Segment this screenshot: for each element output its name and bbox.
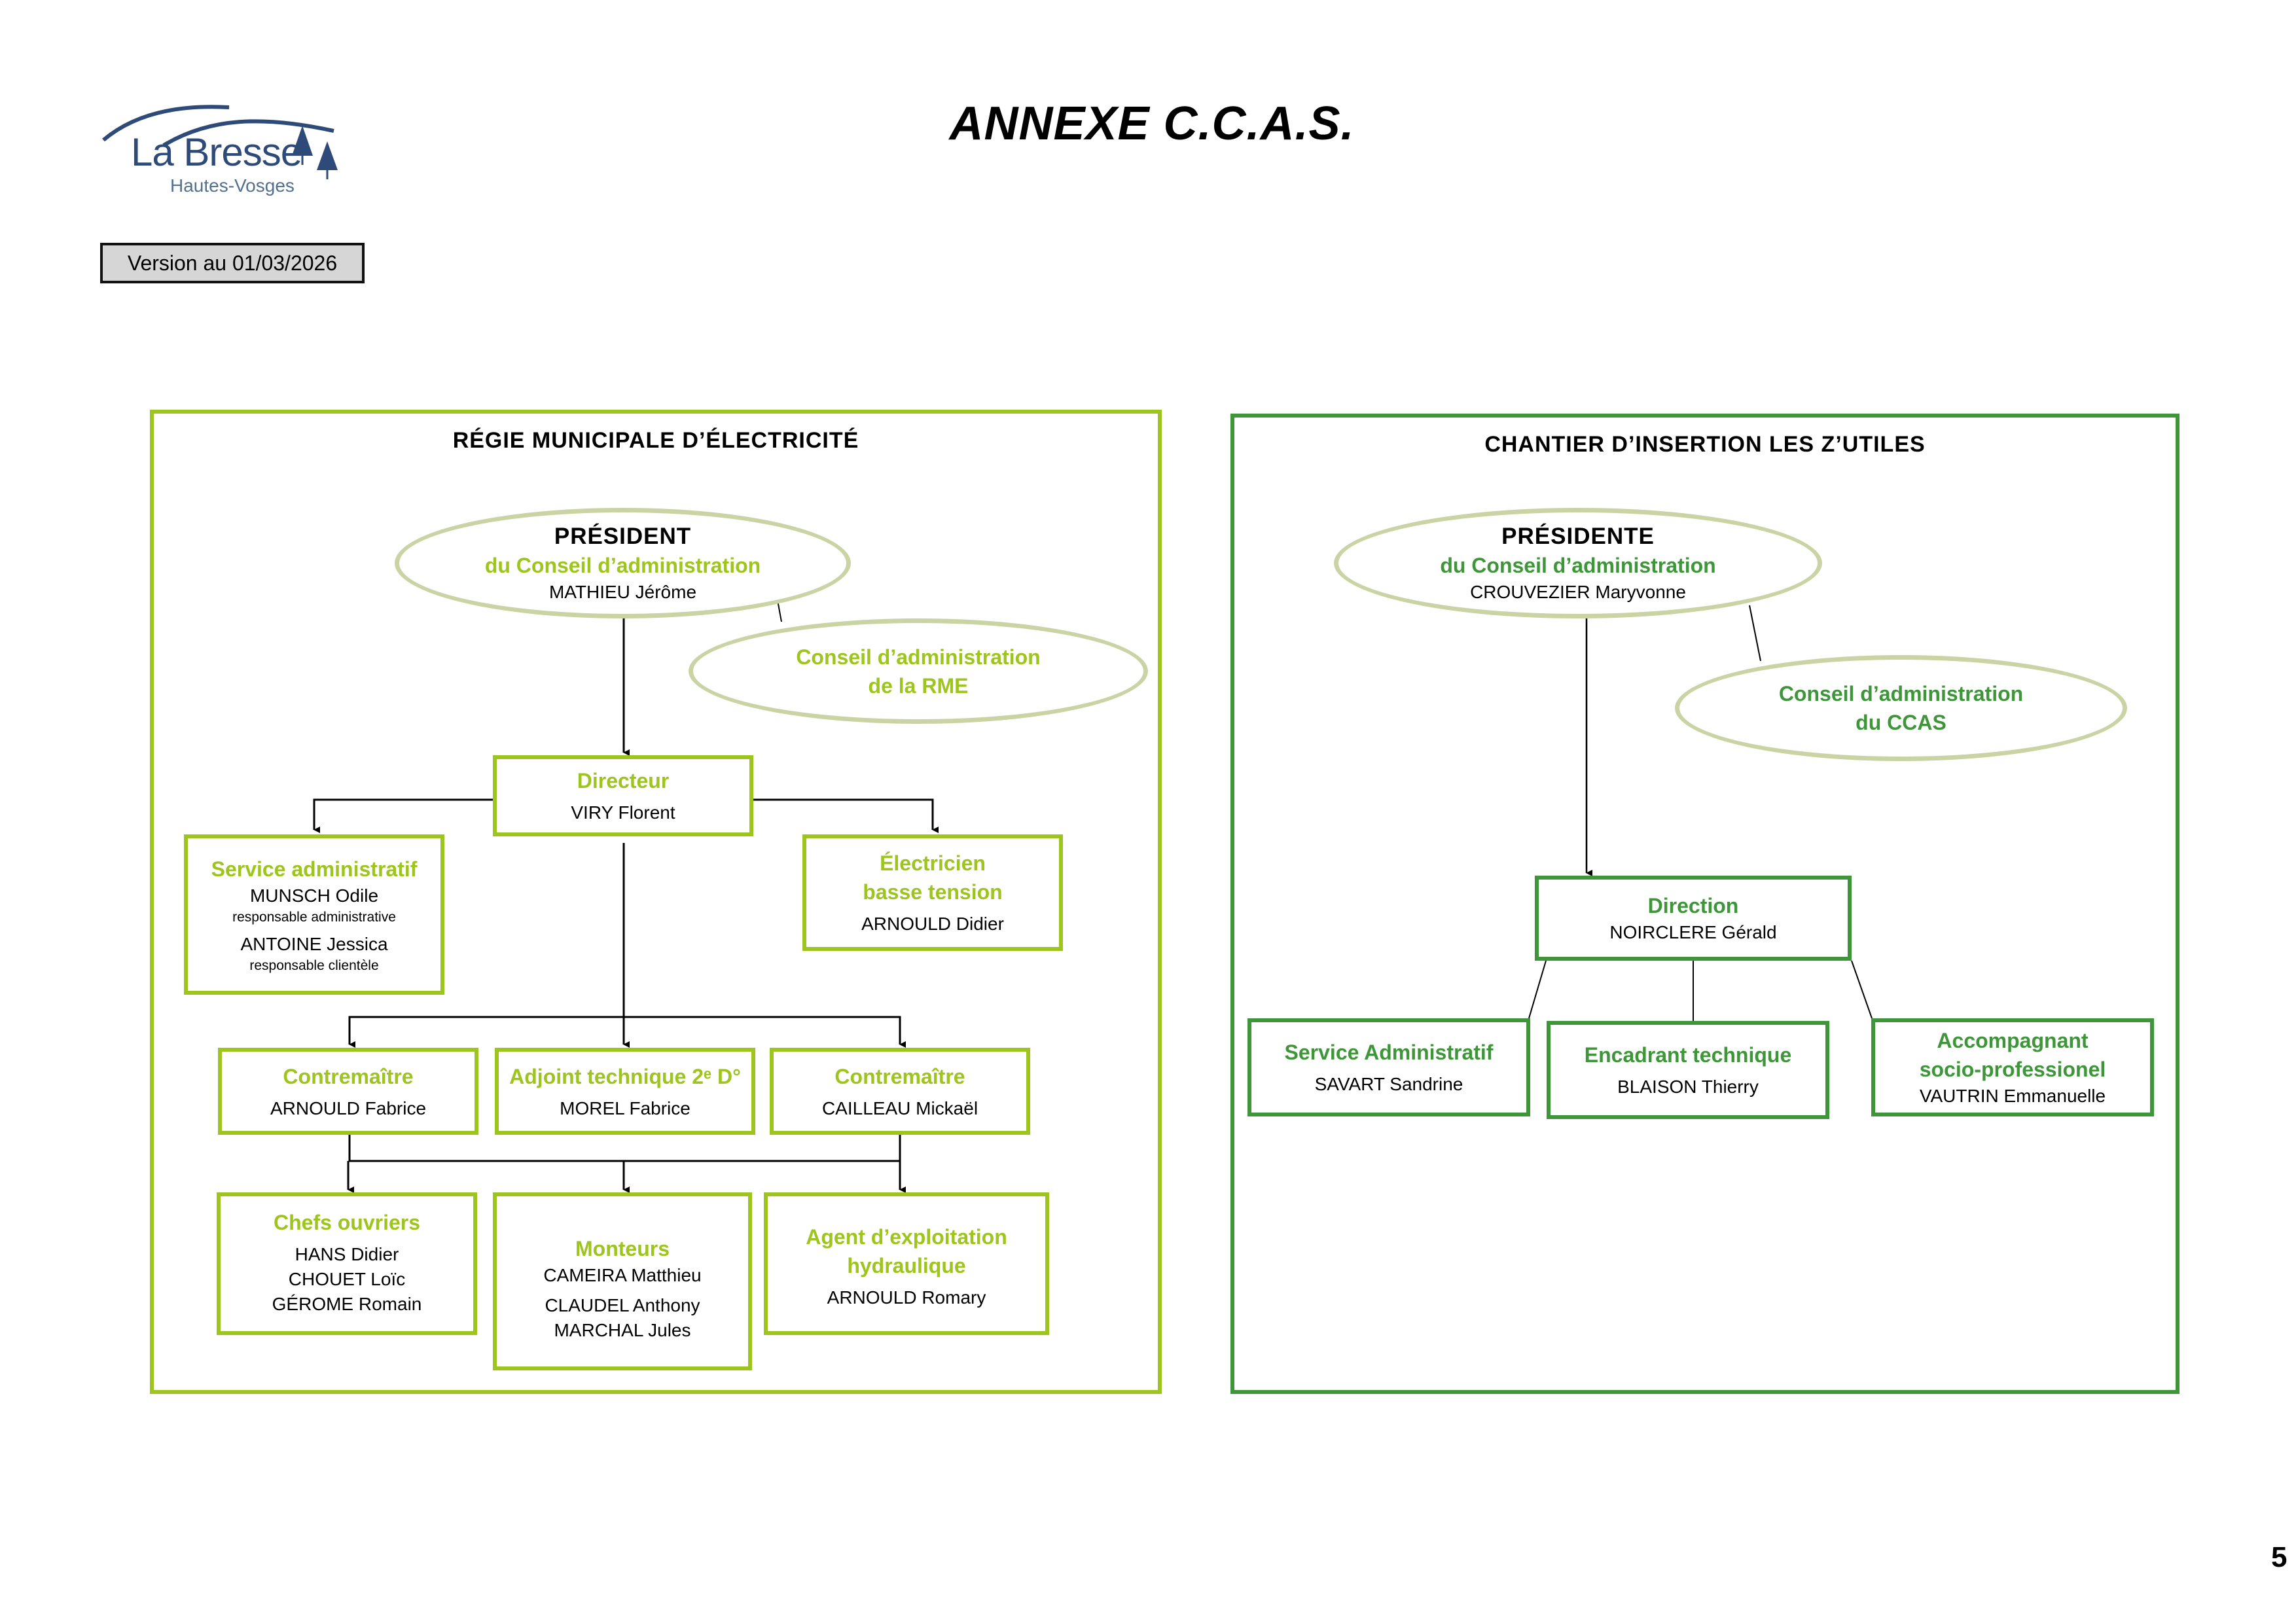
node-person: MOREL Fabrice: [560, 1097, 691, 1118]
connector-directeur-service-admin: [313, 798, 493, 833]
node-note: responsable clientèle: [249, 957, 379, 973]
ccas-heading: CHANTIER D’INSERTION LES Z’UTILES: [1484, 432, 1926, 457]
node-role: Accompagnant: [1937, 1029, 2089, 1052]
node-role: basse tension: [863, 880, 1003, 904]
node-role: Direction: [1647, 894, 1739, 918]
connector-branch-contremaitre1: [348, 1016, 624, 1048]
node-role: Électricien: [880, 851, 986, 875]
node-role: Chefs ouvriers: [273, 1211, 421, 1234]
rme-contremaitre2-node: Contremaître CAILLEAU Mickaël: [770, 1048, 1030, 1135]
ccas-service-admin-node: Service Administratif SAVART Sandrine: [1247, 1018, 1530, 1116]
node-title: Conseil d’administration: [796, 645, 1041, 669]
ccas-conseil-node: Conseil d’administration du CCAS: [1675, 655, 2127, 761]
version-badge: Version au 01/03/2026: [100, 243, 365, 283]
page-title: ANNEXE C.C.A.S.: [949, 98, 1355, 150]
rme-chefs-ouvriers-node: Chefs ouvriers HANS Didier CHOUET Loïc G…: [217, 1192, 477, 1335]
node-person: CAILLEAU Mickaël: [821, 1097, 978, 1118]
ccas-direction-node: Direction NOIRCLERE Gérald: [1535, 876, 1852, 961]
node-person: ARNOULD Didier: [861, 914, 1004, 934]
ccas-accompagnant-node: Accompagnant socio-professionel VAUTRIN …: [1871, 1018, 2154, 1116]
connector-direction-accompagnant: [1851, 960, 1873, 1019]
node-title: Conseil d’administration: [1778, 682, 2024, 705]
node-role: socio-professionel: [1919, 1058, 2106, 1081]
node-subtitle: du Conseil d’administration: [484, 553, 761, 577]
node-note: responsable administrative: [232, 909, 396, 925]
rme-adjoint-node: Adjoint technique 2ᵉ D° MOREL Fabrice: [495, 1048, 755, 1135]
node-subtitle: de la RME: [868, 673, 969, 698]
node-role: Contremaître: [834, 1064, 965, 1088]
node-person: MUNSCH Odile: [249, 885, 379, 906]
node-person: HANS Didier: [295, 1244, 399, 1264]
ccas-presidente-node: PRÉSIDENTE du Conseil d’administration C…: [1334, 508, 1822, 618]
node-person: CLAUDEL Anthony: [545, 1295, 700, 1315]
ccas-panel: CHANTIER D’INSERTION LES Z’UTILES: [1230, 414, 2179, 1394]
ccas-encadrant-node: Encadrant technique BLAISON Thierry: [1547, 1021, 1829, 1119]
node-role: hydraulique: [847, 1254, 966, 1277]
rme-electricien-node: Électricien basse tension ARNOULD Didier: [802, 834, 1063, 951]
rme-service-admin-node: Service administratif MUNSCH Odile respo…: [184, 834, 444, 995]
rme-contremaitre1-node: Contremaître ARNOULD Fabrice: [218, 1048, 478, 1135]
node-subtitle: du CCAS: [1856, 711, 1946, 734]
mountain-trees-logo-icon: [102, 105, 338, 179]
node-role: Service Administratif: [1284, 1041, 1494, 1064]
page-number: 5: [2271, 1541, 2287, 1573]
node-person: CHOUET Loïc: [288, 1269, 406, 1289]
logo: La Bresse Hautes-Vosges: [98, 92, 360, 209]
node-role: Agent d’exploitation: [806, 1225, 1007, 1249]
rme-directeur-node: Directeur VIRY Florent: [493, 755, 753, 836]
node-person: ARNOULD Fabrice: [270, 1097, 427, 1118]
node-person: MATHIEU Jérôme: [548, 581, 697, 602]
node-role: Encadrant technique: [1584, 1043, 1792, 1067]
connector-presidente-conseil: [1749, 605, 1761, 662]
node-person: ANTOINE Jessica: [240, 933, 388, 954]
node-role: Adjoint technique 2ᵉ D°: [509, 1064, 741, 1088]
node-role: Directeur: [577, 769, 670, 793]
rme-conseil-node: Conseil d’administration de la RME: [689, 618, 1148, 724]
node-role: Service administratif: [211, 857, 418, 881]
node-person: BLAISON Thierry: [1617, 1077, 1759, 1097]
connector-direction-service: [1528, 960, 1547, 1019]
node-title: PRÉSIDENT: [554, 523, 692, 549]
node-person: ARNOULD Romary: [827, 1287, 986, 1308]
node-person: VIRY Florent: [571, 802, 675, 823]
node-person: CAMEIRA Matthieu: [543, 1265, 702, 1285]
rme-president-node: PRÉSIDENT du Conseil d’administration MA…: [395, 508, 851, 618]
rme-monteurs-node: Monteurs CAMEIRA Matthieu CLAUDEL Anthon…: [493, 1192, 752, 1370]
node-title: PRÉSIDENTE: [1501, 523, 1655, 549]
logo-subtitle: Hautes-Vosges: [170, 175, 295, 196]
node-role: Monteurs: [575, 1237, 670, 1260]
rme-agent-node: Agent d’exploitation hydraulique ARNOULD…: [764, 1192, 1049, 1335]
node-person: VAUTRIN Emmanuelle: [1919, 1086, 2106, 1106]
node-person: GÉROME Romain: [272, 1294, 422, 1314]
node-person: MARCHAL Jules: [554, 1320, 691, 1340]
node-person: NOIRCLERE Gérald: [1609, 922, 1777, 942]
node-subtitle: du Conseil d’administration: [1440, 553, 1716, 577]
node-person: CROUVEZIER Maryvonne: [1470, 581, 1686, 602]
node-role: Contremaître: [283, 1064, 414, 1088]
rme-heading: RÉGIE MUNICIPALE D’ÉLECTRICITÉ: [452, 428, 859, 453]
rme-panel: RÉGIE MUNICIPALE D’ÉLECTRICITÉ: [150, 410, 1162, 1394]
connector-branch-contremaitre2: [624, 1016, 906, 1048]
logo-name: La Bresse: [131, 130, 302, 174]
connector-directeur-electricien: [753, 798, 939, 833]
node-person: SAVART Sandrine: [1314, 1074, 1463, 1094]
